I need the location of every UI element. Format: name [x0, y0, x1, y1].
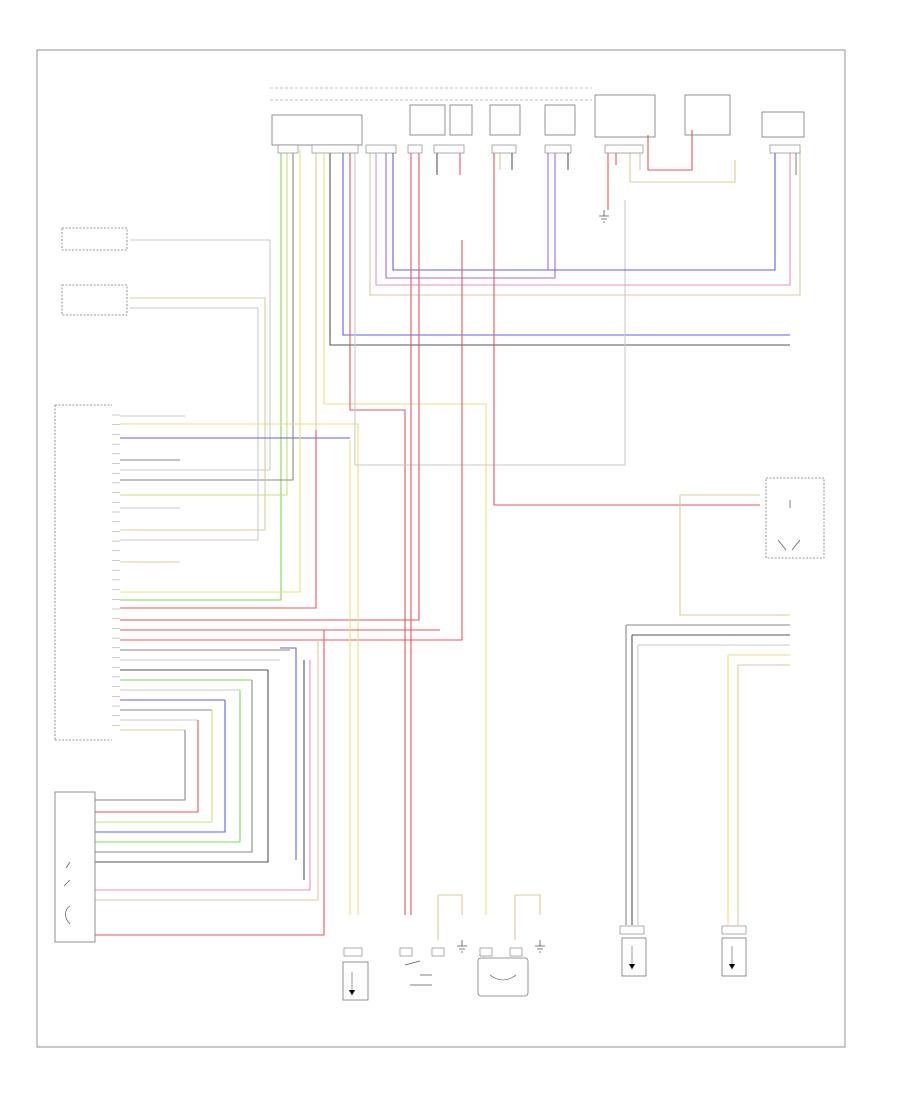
wire — [349, 150, 406, 915]
wire — [120, 150, 294, 481]
wire — [385, 150, 556, 279]
top-transducer-7 — [761, 111, 805, 138]
switch-symbol — [63, 861, 71, 925]
switch-lower — [61, 284, 128, 316]
wire — [95, 660, 311, 891]
wire — [120, 297, 266, 531]
top-sensor-4b — [544, 104, 576, 136]
wire — [120, 150, 420, 621]
top-sensor-2 — [409, 104, 446, 136]
wire — [95, 700, 226, 833]
wire — [375, 150, 791, 286]
diagram-frame — [36, 49, 846, 1048]
bottom-sensor-4 — [621, 937, 647, 977]
wire — [120, 423, 359, 915]
wire — [95, 670, 269, 863]
wire — [95, 630, 325, 936]
motor-assembly — [54, 791, 96, 943]
wire — [95, 720, 199, 813]
wire — [515, 894, 541, 915]
wire — [342, 150, 790, 336]
wire — [120, 150, 288, 496]
wire — [95, 640, 319, 901]
top-sensor-1 — [271, 114, 363, 146]
top-motor-6 — [684, 94, 731, 136]
wire — [280, 647, 297, 860]
connector-row-top — [277, 144, 801, 154]
ground-symbol — [457, 210, 609, 953]
connector-row-bottom — [343, 925, 747, 957]
wire — [392, 150, 776, 271]
wire-group — [95, 130, 801, 940]
bottom-sensor-5 — [721, 937, 747, 977]
bottom-fan-3 — [477, 957, 529, 997]
wire — [329, 150, 790, 346]
control-module — [54, 404, 112, 741]
wire — [354, 150, 626, 466]
wire — [369, 150, 801, 296]
wire — [120, 430, 317, 609]
wire — [647, 130, 693, 171]
wire — [120, 150, 282, 601]
wire — [95, 710, 213, 823]
wire — [120, 150, 301, 593]
right-sensor — [765, 477, 825, 559]
bottom-sensor-1 — [342, 961, 369, 1001]
wire — [95, 690, 241, 843]
wire — [493, 150, 760, 506]
wire — [95, 730, 186, 801]
wire — [95, 680, 253, 853]
wire — [323, 150, 487, 915]
wire — [679, 495, 790, 616]
switch-upper — [61, 227, 128, 251]
wire — [120, 239, 271, 471]
wire — [438, 894, 463, 915]
top-module-5 — [594, 94, 656, 138]
wire — [120, 240, 463, 641]
wire — [629, 150, 736, 183]
top-sensor-3 — [449, 104, 473, 136]
top-sensor-4 — [489, 104, 521, 136]
module-pin-labels — [112, 414, 120, 726]
bottom-switch-2 — [404, 960, 432, 986]
